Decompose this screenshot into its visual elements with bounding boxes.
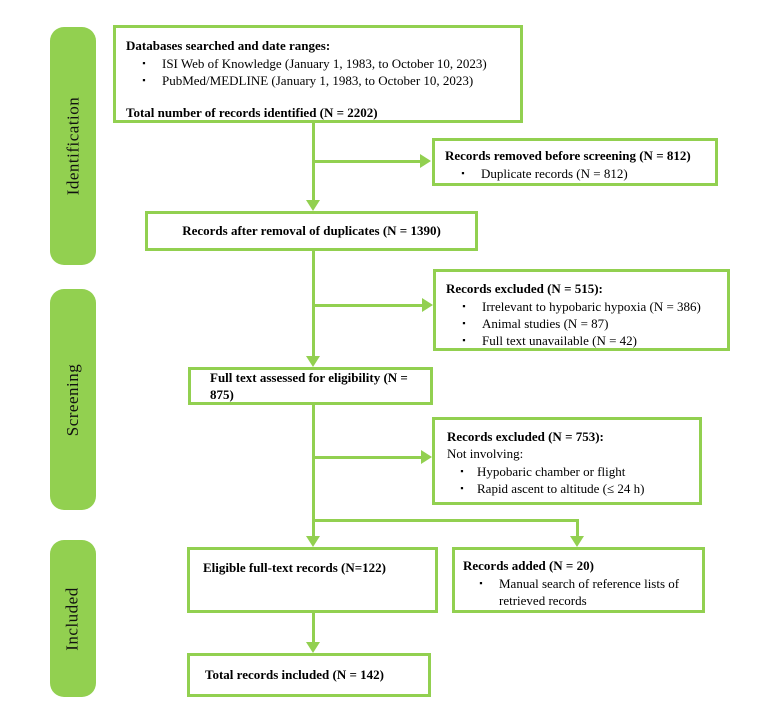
bullet-text: Duplicate records (N = 812)	[481, 166, 628, 182]
bullet-text: PubMed/MEDLINE (January 1, 1983, to Octo…	[162, 73, 474, 89]
box-title: Records after removal of duplicates (N =…	[182, 223, 441, 239]
arrowhead-right-icon	[420, 154, 431, 168]
list-item: ▪ Full text unavailable (N = 42)	[446, 332, 717, 349]
bullet-list: ▪ ISI Web of Knowledge (January 1, 1983,…	[126, 55, 510, 89]
list-item: ▪ ISI Web of Knowledge (January 1, 1983,…	[126, 55, 510, 72]
bullet-icon: ▪	[142, 58, 146, 69]
box-subtitle: Not involving:	[447, 446, 524, 462]
list-item: ▪ Manual search of reference lists of re…	[463, 575, 694, 609]
connector-branch-removed	[312, 160, 420, 163]
box-records-removed: Records removed before screening (N = 81…	[432, 138, 718, 186]
connector-branch-added-vertical	[576, 519, 579, 536]
stage-band-included: Included	[50, 540, 96, 697]
box-title: Records removed before screening (N = 81…	[445, 148, 691, 163]
arrowhead-down-icon	[570, 536, 584, 547]
connector-branch-excluded-515	[312, 304, 422, 307]
arrowhead-down-icon	[306, 356, 320, 367]
bullet-text: Animal studies (N = 87)	[482, 316, 609, 332]
list-item: ▪ Animal studies (N = 87)	[446, 315, 717, 332]
box-after-duplicates: Records after removal of duplicates (N =…	[145, 211, 478, 251]
box-records-added: Records added (N = 20) ▪ Manual search o…	[452, 547, 705, 613]
bullet-icon: ▪	[142, 75, 146, 86]
box-title: Eligible full-text records (N=122)	[203, 560, 386, 575]
bullet-list: ▪ Hypobaric chamber or flight ▪ Rapid as…	[447, 463, 687, 497]
stage-label: Included	[63, 586, 83, 651]
bullet-icon: ▪	[462, 335, 466, 346]
bullet-icon: ▪	[479, 578, 483, 589]
bullet-list: ▪ Duplicate records (N = 812)	[445, 165, 705, 182]
bullet-text: Rapid ascent to altitude (≤ 24 h)	[477, 481, 645, 497]
arrowhead-down-icon	[306, 536, 320, 547]
box-title: Databases searched and date ranges:	[126, 38, 331, 53]
bullet-icon: ▪	[462, 318, 466, 329]
box-title: Total records included (N = 142)	[205, 667, 384, 683]
box-total-included: Total records included (N = 142)	[187, 653, 431, 697]
connector-fulltext-to-eligible	[312, 404, 315, 536]
box-full-text-assessed: Full text assessed for eligibility (N = …	[188, 367, 433, 405]
arrowhead-right-icon	[421, 450, 432, 464]
bullet-text: Full text unavailable (N = 42)	[482, 333, 637, 349]
stage-band-screening: Screening	[50, 289, 96, 510]
bullet-icon: ▪	[460, 466, 464, 477]
list-item: ▪ Hypobaric chamber or flight	[447, 463, 687, 480]
list-item: ▪ Rapid ascent to altitude (≤ 24 h)	[447, 480, 687, 497]
bullet-icon: ▪	[460, 483, 464, 494]
list-item: ▪ Irrelevant to hypobaric hypoxia (N = 3…	[446, 298, 717, 315]
box-records-identified: Databases searched and date ranges: ▪ IS…	[113, 25, 523, 123]
box-title: Records excluded (N = 515):	[446, 281, 603, 296]
box-total-line: Total number of records identified (N = …	[126, 105, 378, 121]
bullet-text: Manual search of reference lists of retr…	[499, 576, 680, 609]
bullet-list: ▪ Manual search of reference lists of re…	[463, 575, 694, 609]
list-item: ▪ PubMed/MEDLINE (January 1, 1983, to Oc…	[126, 72, 510, 89]
arrowhead-down-icon	[306, 642, 320, 653]
box-records-excluded-fulltext: Records excluded (N = 753): Not involvin…	[432, 417, 702, 505]
connector-branch-added-horizontal	[312, 519, 579, 522]
arrowhead-down-icon	[306, 200, 320, 211]
connector-afterdup-to-fulltext	[312, 250, 315, 356]
box-records-excluded-screening: Records excluded (N = 515): ▪ Irrelevant…	[433, 269, 730, 351]
arrowhead-right-icon	[422, 298, 433, 312]
stage-label: Identification	[63, 96, 83, 196]
stage-band-identification: Identification	[50, 27, 96, 265]
bullet-text: Hypobaric chamber or flight	[477, 464, 626, 480]
connector-eligible-to-total	[312, 613, 315, 642]
box-title: Records added (N = 20)	[463, 558, 594, 573]
box-eligible-records: Eligible full-text records (N=122)	[187, 547, 438, 613]
connector-branch-excluded-753	[312, 456, 421, 459]
stage-label: Screening	[63, 363, 83, 436]
bullet-icon: ▪	[462, 301, 466, 312]
bullet-icon: ▪	[461, 168, 465, 179]
box-title: Full text assessed for eligibility (N = …	[210, 369, 408, 402]
bullet-list: ▪ Irrelevant to hypobaric hypoxia (N = 3…	[446, 298, 717, 349]
list-item: ▪ Duplicate records (N = 812)	[445, 165, 705, 182]
bullet-text: Irrelevant to hypobaric hypoxia (N = 386…	[482, 299, 701, 315]
bullet-text: ISI Web of Knowledge (January 1, 1983, t…	[162, 56, 487, 72]
box-title: Records excluded (N = 753):	[447, 429, 604, 444]
